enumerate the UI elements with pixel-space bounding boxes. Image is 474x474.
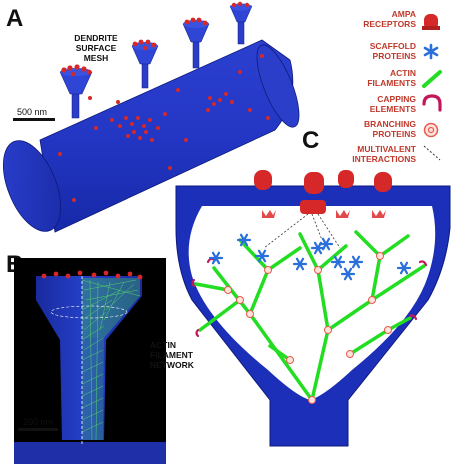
submembrane-proteins [262,210,386,218]
scaffold-star [318,237,334,251]
multivalent-interactions [263,213,341,249]
ampa-receptor-icon [422,14,440,30]
panel-a-letter: A [6,5,23,32]
spine-3 [182,20,210,69]
svg-text:500 nm: 500 nm [17,107,47,117]
scaffold-star-icon [423,43,439,60]
spine-4 [229,3,253,45]
scaffold-star [236,233,252,247]
scaffold-star [396,261,412,275]
svg-text:NETWORK: NETWORK [150,360,195,370]
panel-c-letter: C [302,127,319,154]
panel-b: B [6,251,195,464]
svg-text:200 nm: 200 nm [23,417,53,427]
scaffold-stars [208,233,412,281]
svg-text:SCAFFOLD: SCAFFOLD [370,41,416,51]
scaffold-star [208,251,224,265]
scale-bar-b: 200 nm [18,417,58,431]
svg-text:AMPA: AMPA [392,9,416,19]
svg-text:PROTEINS: PROTEINS [373,129,417,139]
svg-text:ELEMENTS: ELEMENTS [370,104,417,114]
svg-text:FILAMENTS: FILAMENTS [367,78,416,88]
svg-text:RECEPTORS: RECEPTORS [363,19,416,29]
legend: AMPA RECEPTORS SCAFFOLD PROTEINS ACTIN F… [352,9,442,164]
spine-cross-section [36,276,142,440]
spine-1 [59,68,93,119]
svg-text:CAPPING: CAPPING [377,94,416,104]
actin-filament-network [81,279,141,441]
dendrite-far-end [256,44,300,128]
scaffold-star [330,255,346,269]
panel-c: C [175,127,451,447]
svg-text:INTERACTIONS: INTERACTIONS [352,154,416,164]
panel-c-receptors [254,170,392,214]
svg-text:ACTIN: ACTIN [150,340,176,350]
branching-ring-icon [423,122,439,138]
svg-text:MULTIVALENT: MULTIVALENT [357,144,417,154]
panel-b-receptors [41,270,143,280]
svg-text:SURFACE: SURFACE [76,43,117,53]
spine-head-interior [188,206,436,400]
svg-text:DENDRITE: DENDRITE [74,33,118,43]
actin-filaments [194,230,426,402]
dendrite-end-cap [2,140,62,232]
svg-text:FILAMENT: FILAMENT [150,350,194,360]
receptor-dots [58,1,270,202]
panel-b-floor [14,442,166,464]
scale-bar-a: 500 nm [13,107,55,121]
svg-text:BRANCHING: BRANCHING [364,119,416,129]
svg-text:PROTEINS: PROTEINS [373,51,417,61]
capping-hook-icon [422,94,442,112]
scaffold-star [340,267,356,281]
svg-text:MESH: MESH [84,53,109,63]
dendrite-surface-label: DENDRITE SURFACE MESH [74,33,118,63]
branching-points [224,252,392,404]
svg-text:ACTIN: ACTIN [390,68,416,78]
scaffold-star [292,257,308,271]
panel-a: A [2,1,300,233]
actin-filament-network-label: ACTIN FILAMENT NETWORK [150,340,195,370]
actin-bar-icon [422,70,442,88]
dashed-line-icon [423,145,441,161]
scaffold-star [348,255,364,269]
scaffold-star [254,249,270,263]
